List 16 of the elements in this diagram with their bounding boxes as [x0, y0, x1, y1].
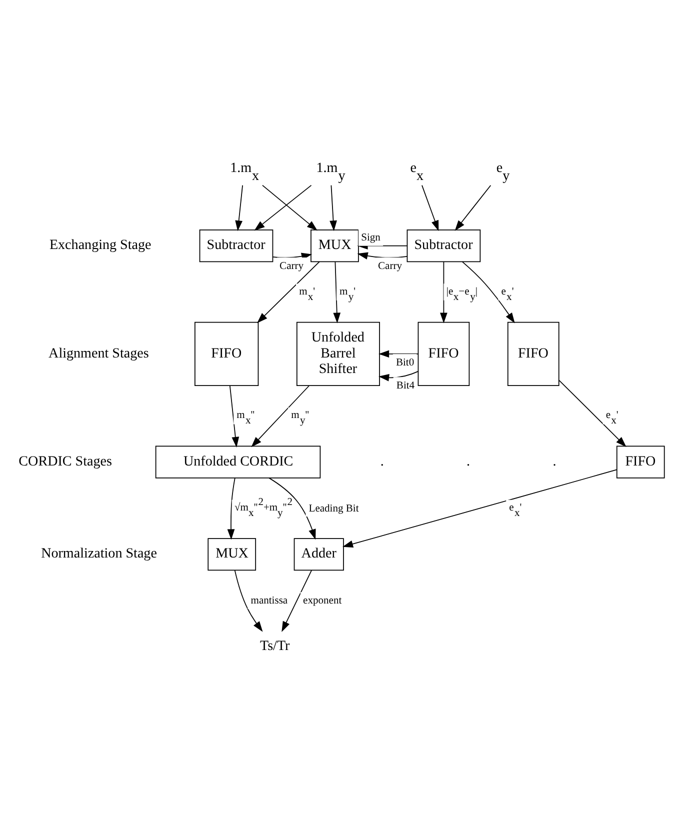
- label: .: [552, 452, 556, 469]
- edge-label: exponent: [303, 595, 342, 606]
- label: .: [380, 452, 384, 469]
- edge-label: mantissa: [250, 595, 288, 606]
- label: Exchanging Stage: [49, 236, 152, 253]
- edge-label: Leading Bit: [308, 502, 359, 514]
- edge-label: Bit4: [396, 380, 415, 392]
- edge-label: Carry: [280, 260, 304, 272]
- node-text: Ts/Tr: [260, 638, 290, 654]
- label: Normalization Stage: [41, 545, 157, 562]
- edge-label: Carry: [378, 260, 402, 272]
- edge-label: Sign: [361, 232, 380, 244]
- label: .: [466, 452, 470, 469]
- label: CORDIC Stages: [18, 452, 112, 469]
- label: Alignment Stages: [48, 344, 149, 361]
- edge-label: Bit0: [396, 356, 414, 368]
